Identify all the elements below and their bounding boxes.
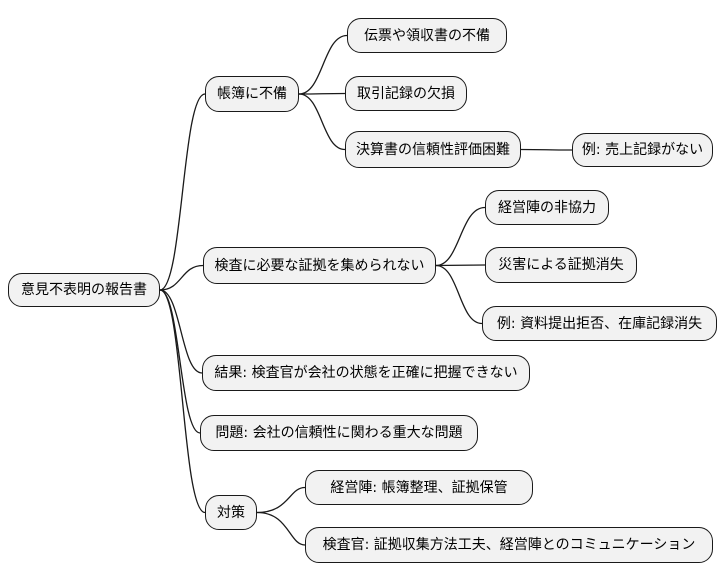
edge-statements-to-example bbox=[520, 148, 573, 151]
edge-books-to-statements bbox=[298, 93, 346, 151]
mindmap-node-sales-record-example: 例: 売上記録がない bbox=[572, 133, 713, 167]
edge-books-to-records bbox=[298, 92, 346, 95]
mindmap-node-books-deficiency: 帳簿に不備 bbox=[205, 76, 299, 112]
edge-root-to-evidence bbox=[159, 264, 204, 291]
edge-root-to-result bbox=[159, 289, 203, 374]
edge-root-to-books bbox=[159, 93, 206, 291]
mindmap-node-disaster-evidence-loss: 災害による証拠消失 bbox=[485, 247, 637, 283]
mindmap-node-management-noncooperation: 経営陣の非協力 bbox=[485, 190, 609, 225]
edge-countermeasure-to-management bbox=[256, 486, 306, 514]
mindmap-node-countermeasure: 対策 bbox=[205, 495, 257, 530]
mindmap-node-evidence-unavailable: 検査に必要な証拠を集められない bbox=[203, 247, 436, 284]
mindmap-node-slips-receipts: 伝票や領収書の不備 bbox=[347, 18, 507, 53]
edge-evidence-to-example bbox=[435, 264, 483, 325]
edge-countermeasure-to-inspector bbox=[256, 511, 306, 546]
edge-evidence-to-disaster bbox=[435, 264, 486, 267]
mindmap-node-statement-reliability: 決算書の信頼性評価困難 bbox=[345, 131, 521, 168]
mindmap-node-result: 結果: 検査官が会社の状態を正確に把握できない bbox=[202, 355, 530, 391]
edge-root-to-problem bbox=[159, 289, 201, 434]
mindmap-node-countermeasure-management: 経営陣: 帳簿整理、証拠保管 bbox=[305, 470, 533, 505]
mindmap-node-problem: 問題: 会社の信頼性に関わる重大な問題 bbox=[200, 415, 478, 451]
mindmap-node-root: 意見不表明の報告書 bbox=[8, 273, 160, 307]
edge-root-to-countermeasure bbox=[159, 289, 206, 514]
edge-evidence-to-management bbox=[435, 206, 486, 267]
mindmap-node-refusal-inventory-example: 例: 資料提出拒否、在庫記録消失 bbox=[482, 306, 717, 341]
edge-books-to-slips bbox=[298, 34, 348, 95]
mindmap-node-missing-transactions: 取引記録の欠損 bbox=[345, 76, 467, 111]
mindmap-node-countermeasure-inspector: 検査官: 証拠収集方法工夫、経営陣とのコミュニケーション bbox=[305, 527, 713, 563]
